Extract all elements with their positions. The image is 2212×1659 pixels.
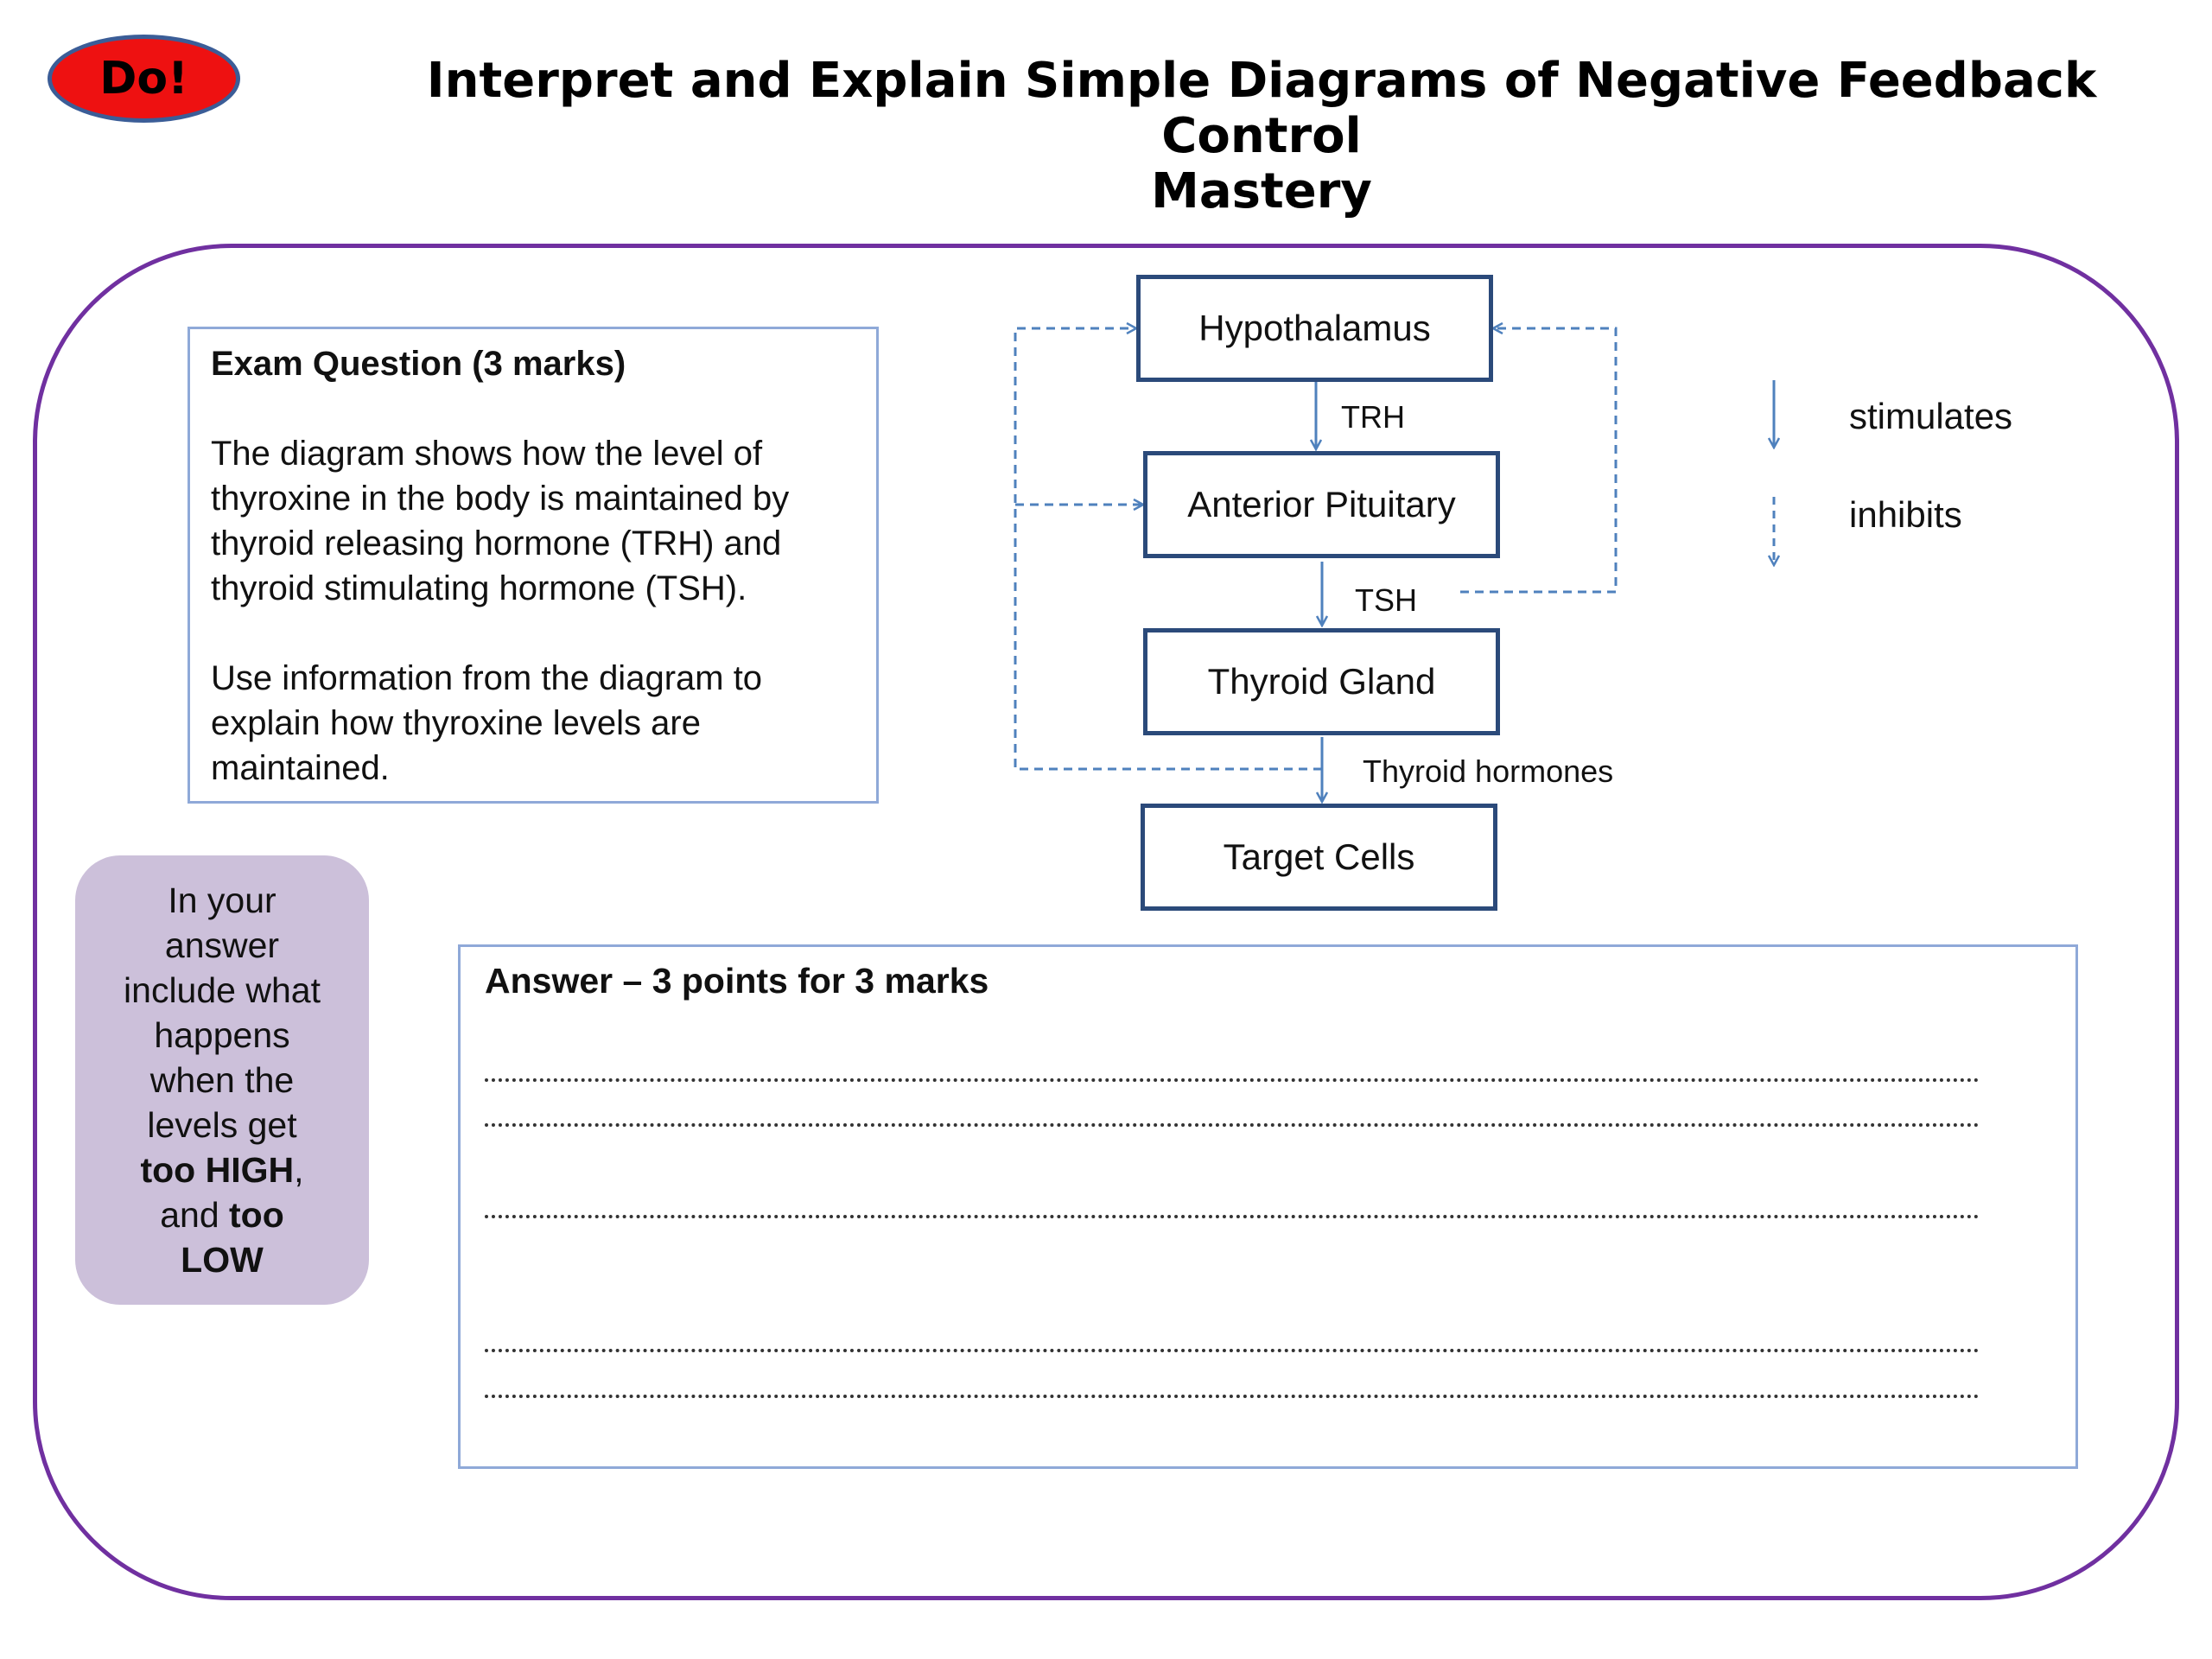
tip-emphasis-low: LOW <box>181 1240 264 1280</box>
exam-question-box: Exam Question (3 marks) The diagram show… <box>188 327 879 804</box>
label-thyroid-hormones: Thyroid hormones <box>1363 753 1614 789</box>
tip-line: levels get <box>147 1105 297 1145</box>
inhibit-loop-right <box>1460 328 1618 594</box>
tip-line: In your <box>168 880 276 920</box>
answer-tip-box: In your answer include what happens when… <box>75 855 369 1305</box>
tip-line: too HIGH, <box>105 1147 339 1192</box>
answer-line[interactable] <box>485 1349 1980 1352</box>
page-title: Interpret and Explain Simple Diagrams of… <box>380 54 2143 219</box>
do-badge: Do! <box>48 35 240 123</box>
exam-question-heading: Exam Question (3 marks) <box>211 345 626 383</box>
answer-tip-text: In your answer include what happens when… <box>105 878 339 1282</box>
node-hypothalamus: Hypothalamus <box>1136 275 1493 382</box>
tip-line: LOW <box>105 1237 339 1282</box>
inhibit-loop-left <box>1014 328 1322 771</box>
do-badge-label: Do! <box>99 53 188 105</box>
title-line-1: Interpret and Explain Simple Diagrams of… <box>426 53 2097 164</box>
title-line-2: Mastery <box>1151 163 1372 219</box>
tip-line: when the <box>149 1060 295 1100</box>
exam-text-line: thyroid stimulating hormone (TSH). <box>211 569 747 607</box>
tip-emphasis-high: too HIGH <box>140 1150 295 1190</box>
exam-text-line: explain how thyroxine levels are <box>211 704 701 742</box>
answer-box[interactable]: Answer – 3 points for 3 marks <box>458 944 2078 1469</box>
answer-line[interactable] <box>485 1215 1980 1218</box>
label-trh: TRH <box>1341 399 1405 435</box>
tip-comma: , <box>294 1150 304 1190</box>
exam-text-line: The diagram shows how the level of <box>211 435 763 473</box>
answer-line[interactable] <box>485 1123 1980 1127</box>
node-thyroid-gland: Thyroid Gland <box>1143 628 1500 735</box>
node-target-cells: Target Cells <box>1141 804 1497 911</box>
tip-line: answer <box>164 925 280 965</box>
exam-question-paragraph-2: Use information from the diagram to expl… <box>211 656 855 791</box>
exam-text-line: thyroxine in the body is maintained by <box>211 480 790 518</box>
answer-line[interactable] <box>485 1395 1980 1398</box>
tip-line: include what <box>124 970 321 1010</box>
key-label-stimulates: stimulates <box>1849 396 2013 436</box>
tip-line: and too <box>105 1192 339 1237</box>
node-anterior-pituitary: Anterior Pituitary <box>1143 451 1500 558</box>
key-label-inhibits: inhibits <box>1849 494 1962 535</box>
content-frame <box>33 244 2179 1600</box>
answer-heading: Answer – 3 points for 3 marks <box>485 961 989 1001</box>
label-tsh: TSH <box>1355 582 1417 618</box>
exam-text-line: thyroid releasing hormone (TRH) and <box>211 524 782 563</box>
exam-text-line: maintained. <box>211 749 390 787</box>
tip-and: and <box>160 1195 230 1235</box>
tip-emphasis-too: too <box>229 1195 284 1235</box>
answer-line[interactable] <box>485 1078 1980 1082</box>
exam-text-line: Use information from the diagram to <box>211 659 763 697</box>
tip-line: happens <box>154 1015 290 1055</box>
exam-question-paragraph-1: The diagram shows how the level of thyro… <box>211 431 855 611</box>
